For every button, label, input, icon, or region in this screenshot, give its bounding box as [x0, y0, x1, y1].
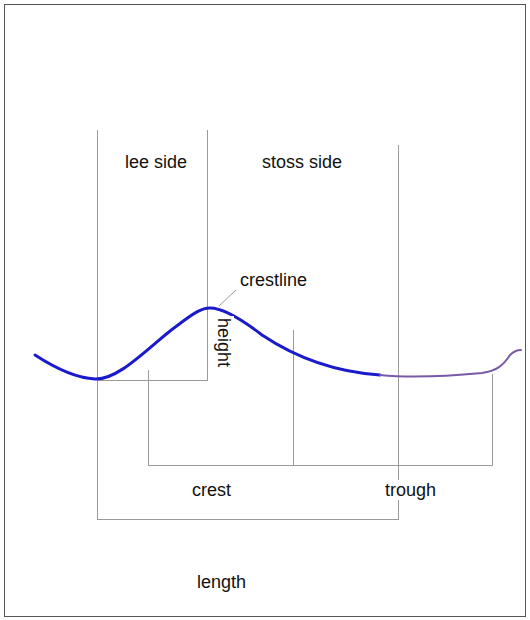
- trough-profile-curve: [380, 350, 521, 376]
- side-label: stoss side: [260, 152, 344, 172]
- feature-label: crestline: [238, 270, 309, 290]
- measure-lines: [97, 130, 493, 520]
- dimension-label: height: [214, 316, 234, 369]
- dimension-label: length: [195, 572, 248, 592]
- dimension-label: crest: [190, 480, 233, 500]
- crestline-leader: [219, 290, 236, 306]
- dune-profile-curve: [35, 308, 380, 379]
- dimension-label: trough: [383, 480, 438, 500]
- side-label: lee side: [123, 152, 189, 172]
- frame-border: [5, 5, 526, 617]
